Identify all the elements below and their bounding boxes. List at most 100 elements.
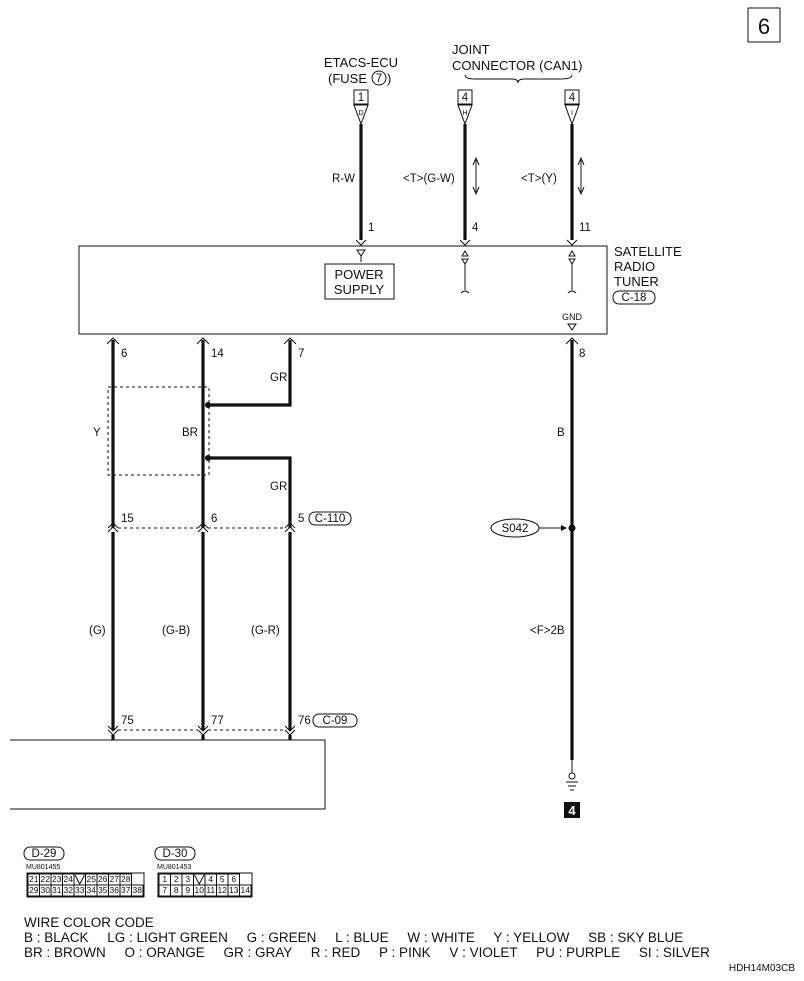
connector-pin-number: 34 <box>87 885 97 895</box>
connector-pin-number: 2 <box>174 874 179 884</box>
tuner-connector: C-18 <box>622 292 647 304</box>
wire-label-g: (G) <box>89 625 106 637</box>
connector-d29-part: MU801455 <box>26 864 60 871</box>
connector-pin-number: 23 <box>52 874 62 884</box>
pin-8-tuner: 8 <box>579 348 585 360</box>
tuner-connector-badge <box>612 290 656 305</box>
gnd-label: GND <box>562 312 583 322</box>
connector-pin-number: 22 <box>41 874 51 884</box>
wire-label-y: Y <box>93 427 101 439</box>
connector-pin-number: 6 <box>231 874 236 884</box>
power-supply-box <box>324 263 395 300</box>
fuse-number: 7 <box>376 73 382 85</box>
connector-pin-number: 38 <box>133 885 143 895</box>
wire-label-can-h: <T>(G-W) <box>403 173 455 185</box>
figure-code: HDH14M03CB <box>729 963 795 974</box>
satellite-radio-tuner-box <box>78 245 608 335</box>
wire-label-gr-1: GR <box>270 372 287 384</box>
connector-pin-number: 28 <box>121 874 131 884</box>
svg-text:H: H <box>462 110 467 117</box>
junction-dot-1 <box>205 402 211 408</box>
connector-pin-number: 4 <box>208 874 213 884</box>
connector-pin-number: 37 <box>121 885 131 895</box>
wire-label-br: BR <box>182 427 198 439</box>
connector-pin-number: 26 <box>98 874 108 884</box>
connector-pin-cell <box>131 884 144 897</box>
power-supply-label-1: POWER <box>334 267 383 282</box>
pin-15-c110: 15 <box>121 513 134 525</box>
wire-code-line-2: BR : BROWN O : ORANGE GR : GRAY R : RED … <box>24 945 710 960</box>
pin-76-c09: 76 <box>298 715 311 727</box>
gnd-symbol <box>567 323 577 331</box>
wire-gr-bottom <box>208 456 292 528</box>
tuner-label-1: SATELLITE <box>614 244 682 259</box>
connector-pin-number: 33 <box>75 885 85 895</box>
joint-connector-i: 4 I <box>564 89 580 126</box>
c09-label: C-09 <box>323 715 348 727</box>
pin-5-c110: 5 <box>298 513 304 525</box>
pin-7-tuner: 7 <box>298 348 304 360</box>
connector-pin-number: 14 <box>241 885 251 895</box>
svg-text:4: 4 <box>569 92 576 104</box>
tuner-label-2: RADIO <box>614 259 655 274</box>
connector-pin-number: 5 <box>220 874 225 884</box>
wire-code-line-1: B : BLACK LG : LIGHT GREEN G : GREEN L :… <box>24 930 683 945</box>
joint-label: JOINT <box>452 42 490 57</box>
connector-pin-number: 32 <box>64 885 74 895</box>
svg-text:4: 4 <box>462 92 469 104</box>
wire-label-can-l: <T>(Y) <box>521 173 557 185</box>
c09-badge <box>312 713 358 728</box>
connector-d29-name: D-29 <box>32 848 57 860</box>
page-number: 6 <box>758 14 770 39</box>
pin-75-c09: 75 <box>121 715 134 727</box>
connector-pin-number: 30 <box>41 885 51 895</box>
can-l-arrow-icon <box>577 156 585 196</box>
etacs-fuse-label: (FUSE <box>328 71 367 86</box>
wire-label-gr-2: GR <box>270 481 287 493</box>
tuner-label-3: TUNER <box>614 274 659 289</box>
wire-label-b: B <box>557 427 565 439</box>
connector-pin-number: 29 <box>29 885 39 895</box>
connector-pin-number: 10 <box>195 885 205 895</box>
ground-icon <box>566 760 578 791</box>
c110-connector <box>107 522 296 533</box>
c110-badge <box>308 511 352 526</box>
connector-pin-number: 31 <box>52 885 62 895</box>
c110-label: C-110 <box>315 513 345 525</box>
connector-pin-number: 27 <box>110 874 120 884</box>
connector-pin-number: 9 <box>185 885 190 895</box>
joint-brace <box>464 74 573 84</box>
wire-gr-top <box>208 340 292 407</box>
wire-label-f2b: <F>2B <box>530 625 565 637</box>
can-l-transceiver-symbol <box>567 250 577 294</box>
connector-key-mark <box>74 874 85 886</box>
connector-pin-number: 24 <box>64 874 74 884</box>
joint-connector-label: CONNECTOR (CAN1) <box>452 58 583 73</box>
connector-pin-number: 8 <box>174 885 179 895</box>
connector-pin-number: 13 <box>229 885 239 895</box>
pin-6-tuner: 6 <box>121 348 127 360</box>
pin-11: 11 <box>579 222 591 234</box>
junction-dot-2 <box>205 455 211 461</box>
wire-code-title: WIRE COLOR CODE <box>24 915 154 930</box>
svg-text:I: I <box>571 110 573 117</box>
fuse-number-circle <box>371 70 387 86</box>
connector-pin-cell <box>239 884 252 897</box>
etacs-connector: 1 D <box>353 89 369 126</box>
can-h-transceiver-symbol <box>460 250 470 294</box>
pin-14-tuner: 14 <box>211 348 224 360</box>
connector-d30-part: MU801453 <box>157 864 191 871</box>
power-supply-label-2: SUPPLY <box>334 282 385 297</box>
connector-pin-number: 35 <box>98 885 108 895</box>
ground-number: 4 <box>568 803 576 818</box>
joint-connector-h: 4 H <box>457 89 473 126</box>
wire-label-g-r: (G-R) <box>251 625 280 637</box>
wire-label-g-b: (G-B) <box>162 625 190 637</box>
connector-d30-name: D-30 <box>163 848 188 860</box>
pin-77-c09: 77 <box>211 715 224 727</box>
connector-pin-number: 25 <box>87 874 97 884</box>
can-h-arrow-icon <box>472 156 480 196</box>
